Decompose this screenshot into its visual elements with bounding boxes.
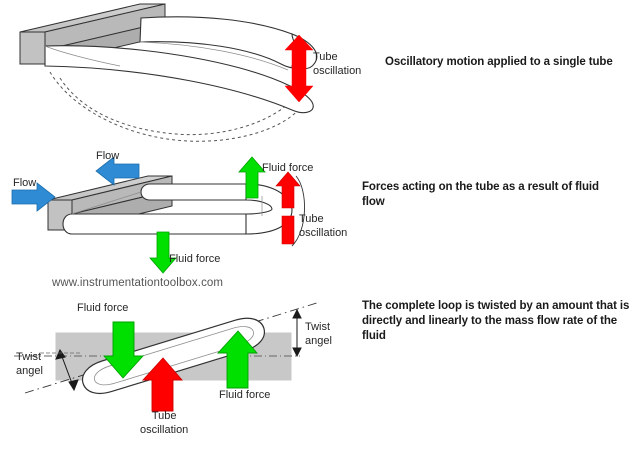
fluid-force-up-arrow-panel3	[216, 330, 258, 389]
twist-angle-measure-right	[292, 308, 302, 358]
tube-construction-lines	[44, 41, 289, 71]
caption-forces: Forces acting on the tube as a result of…	[362, 181, 599, 208]
label-twist-angle-right: Twist angel	[305, 321, 332, 347]
fluid-force-down-arrow-panel3	[103, 321, 145, 379]
panel-twist-graphic	[14, 301, 321, 412]
label-flow-outlet: Flow	[96, 150, 120, 162]
twist-angle-measure-left	[55, 348, 79, 392]
label-fluid-force-down-panel3: Fluid force	[77, 302, 129, 314]
tube-upper-leg-2	[140, 183, 263, 201]
label-fluid-force-up-panel2: Fluid force	[262, 162, 314, 174]
watermark: www.instrumentationtoolbox.com	[52, 277, 224, 289]
label-flow-inlet: Flow	[13, 177, 37, 189]
label-tube-oscillation-panel3: Tube oscillation	[140, 410, 189, 436]
panel-forces-graphic	[11, 156, 305, 274]
tube-construction-lines-2	[71, 191, 263, 216]
tube-oscillation-arrow-panel1	[284, 34, 314, 103]
panel-oscillation-graphic	[19, 3, 318, 142]
tube-lower-leg	[44, 45, 314, 114]
label-twist-angle-left: Twist angel	[16, 351, 43, 377]
label-fluid-force-up-panel3: Fluid force	[219, 389, 271, 401]
tube-lower-leg-2	[62, 213, 263, 235]
tube-oscillation-arrow-panel2	[275, 171, 305, 247]
label-tube-oscillation-panel2: Tube oscillation	[299, 213, 348, 239]
flow-outlet-arrow	[95, 156, 140, 186]
fluid-force-down-arrow-panel2	[149, 231, 177, 274]
label-fluid-force-down-panel2: Fluid force	[169, 253, 221, 265]
caption-twist: The complete loop is twisted by an amoun…	[362, 300, 630, 342]
tube-oscillation-arrow-panel3	[141, 357, 183, 412]
fluid-force-up-arrow-panel2	[238, 156, 266, 199]
flow-inlet-arrow	[11, 182, 56, 212]
label-tube-oscillation-panel1: Tube oscillation	[313, 51, 362, 77]
caption-oscillation: Oscillatory motion applied to a single t…	[385, 56, 613, 68]
